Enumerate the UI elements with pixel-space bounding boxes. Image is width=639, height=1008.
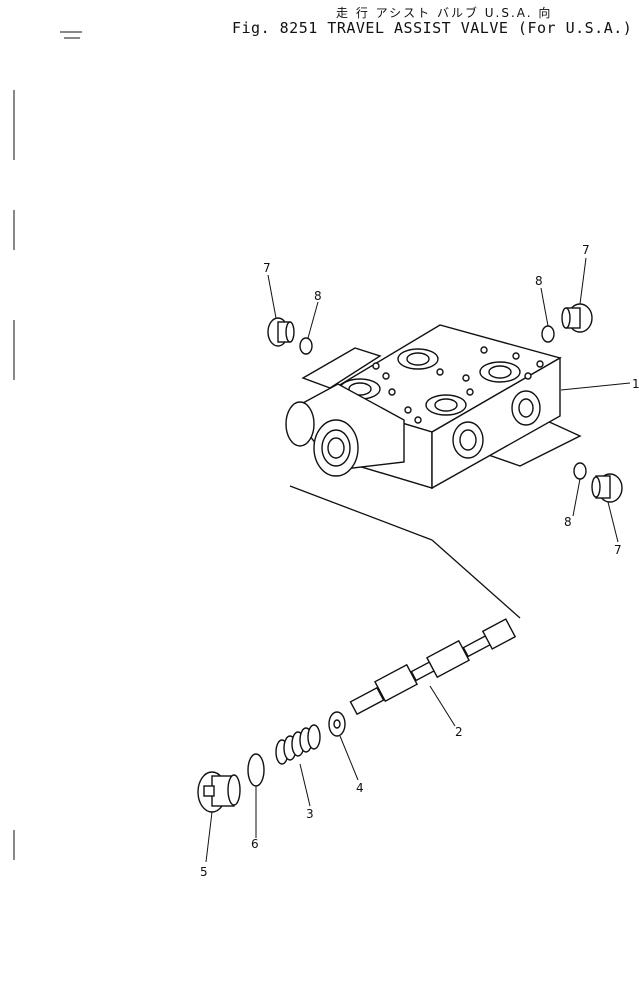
spool [289,485,521,716]
callout-3: 3 [306,807,314,821]
plug-lower-right [591,473,623,503]
callout-7-upper-left: 7 [263,261,271,275]
callout-4: 4 [356,781,364,795]
callout-8-lower-right: 8 [564,515,572,529]
washer [328,711,346,737]
valve-body [285,324,582,490]
oring-lower-right [573,462,587,480]
plug-upper-right [561,303,593,333]
plug-upper-left [267,317,295,347]
oring-upper-right [541,325,555,343]
spring [275,724,321,765]
leader-lines [205,257,631,863]
cap-plug [197,771,241,813]
scan-margin-marks [13,31,82,860]
callout-5: 5 [200,865,208,879]
callout-2: 2 [455,725,463,739]
callout-1: 1 [632,377,639,391]
callout-7-lower-right: 7 [614,543,622,557]
oring-cap [247,753,265,787]
title-japanese: 走 行 アシスト バルブ U.S.A. 向 [336,6,553,20]
title-english: Fig. 8251 TRAVEL ASSIST VALVE (For U.S.A… [232,19,633,37]
callout-7-upper-right: 7 [582,243,590,257]
callouts: 1 2 3 4 5 6 7 7 7 8 8 8 [200,243,639,879]
callout-8-upper-right: 8 [535,274,543,288]
oring-upper-left [299,337,313,355]
callout-6: 6 [251,837,259,851]
callout-8-upper-left: 8 [314,289,322,303]
